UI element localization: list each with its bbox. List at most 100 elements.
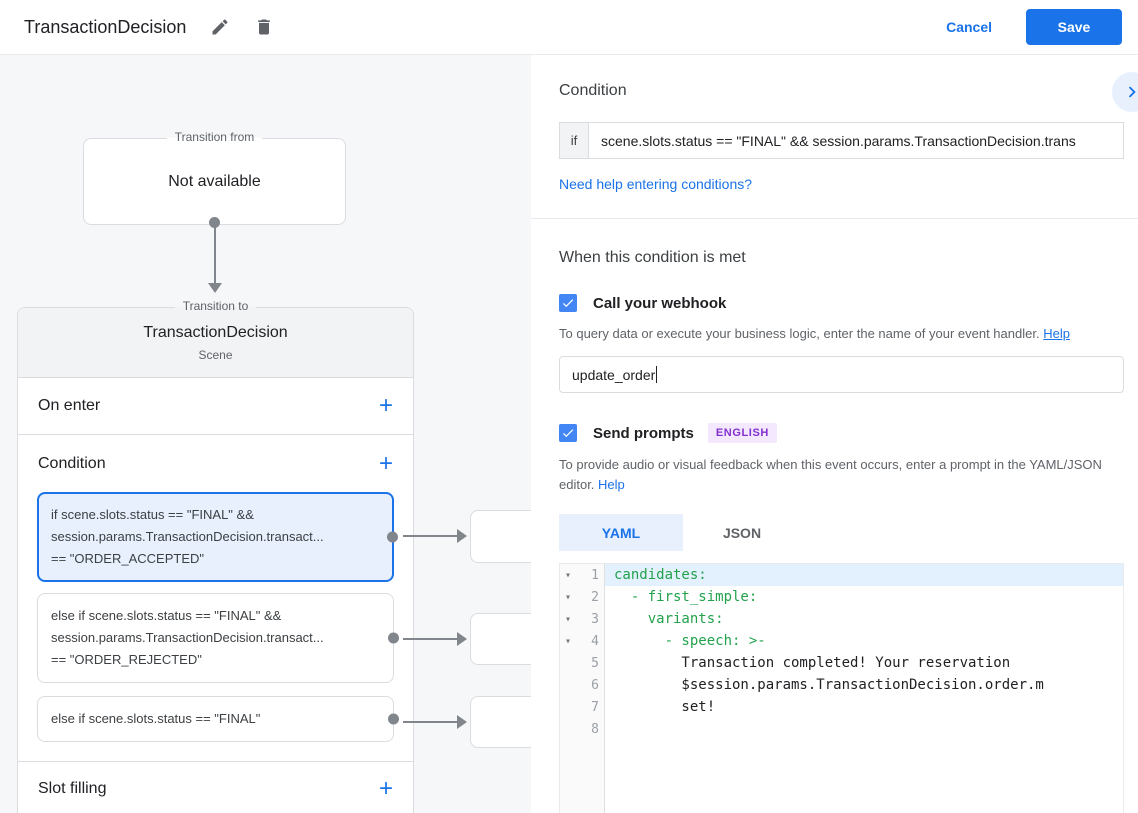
condition-section-label: Condition bbox=[38, 454, 106, 472]
arrow-head-icon bbox=[457, 529, 467, 543]
chevron-right-icon bbox=[1128, 86, 1136, 98]
condition-header-section: Condition if scene.slots.status == "FINA… bbox=[531, 55, 1138, 219]
condition-text-line: else if scene.slots.status == "FINAL" && bbox=[51, 608, 282, 623]
event-handler-input[interactable]: update_order bbox=[559, 356, 1124, 393]
connector-dot[interactable] bbox=[209, 217, 220, 228]
transition-target-node[interactable] bbox=[470, 510, 531, 563]
scene-diagram-panel: Transition from Not available Transition… bbox=[0, 55, 531, 813]
save-button[interactable]: Save bbox=[1026, 9, 1122, 45]
add-condition-icon[interactable] bbox=[379, 452, 393, 476]
condition-item-final[interactable]: else if scene.slots.status == "FINAL" bbox=[37, 696, 399, 742]
webhook-label: Call your webhook bbox=[593, 294, 727, 312]
condition-text-line: == "ORDER_ACCEPTED" bbox=[51, 551, 204, 566]
add-slot-icon[interactable] bbox=[379, 777, 393, 801]
fold-arrow-icon[interactable] bbox=[560, 570, 576, 581]
send-prompts-row: Send prompts ENGLISH bbox=[559, 423, 1124, 443]
transition-arrow-line bbox=[214, 224, 216, 284]
language-badge: ENGLISH bbox=[707, 423, 777, 443]
yaml-code-editor[interactable]: 1 2 3 4 5 6 7 8 candidates: - first_simp… bbox=[559, 563, 1124, 813]
condition-text-line: session.params.TransactionDecision.trans… bbox=[51, 630, 324, 645]
condition-expression-row: if scene.slots.status == "FINAL" && sess… bbox=[559, 122, 1124, 159]
condition-text-line: else if scene.slots.status == "FINAL" bbox=[51, 711, 261, 726]
line-number: 4 bbox=[591, 633, 599, 649]
transition-from-content: Not available bbox=[168, 172, 261, 190]
condition-row: Condition bbox=[18, 435, 413, 492]
check-icon bbox=[562, 299, 574, 308]
panel-title: Condition bbox=[559, 82, 627, 99]
condition-text-line: session.params.TransactionDecision.trans… bbox=[51, 529, 324, 544]
prompts-description: To provide audio or visual feedback when… bbox=[559, 455, 1119, 495]
condition-text-line: if scene.slots.status == "FINAL" && bbox=[51, 507, 254, 522]
transition-from-box: Transition from Not available bbox=[83, 130, 346, 225]
connector-line bbox=[403, 721, 459, 723]
condition-item-accepted[interactable]: if scene.slots.status == "FINAL" && sess… bbox=[37, 492, 398, 582]
on-enter-row: On enter bbox=[18, 378, 413, 435]
line-number: 3 bbox=[591, 611, 599, 627]
condition-section: Condition if scene.slots.status == "FINA… bbox=[18, 435, 413, 762]
delete-icon[interactable] bbox=[254, 17, 274, 37]
transition-target-node[interactable] bbox=[470, 613, 531, 665]
tab-yaml[interactable]: YAML bbox=[559, 514, 683, 551]
fold-arrow-icon[interactable] bbox=[560, 614, 576, 625]
transition-target-node[interactable] bbox=[470, 696, 531, 748]
add-on-enter-icon[interactable] bbox=[379, 394, 393, 418]
webhook-description: To query data or execute your business l… bbox=[559, 324, 1119, 344]
line-number: 8 bbox=[591, 721, 599, 737]
fold-arrow-icon[interactable] bbox=[560, 636, 576, 647]
scene-name: TransactionDecision bbox=[143, 324, 288, 341]
page-title: TransactionDecision bbox=[24, 16, 187, 37]
webhook-help-link[interactable]: Help bbox=[1043, 326, 1070, 341]
tab-json[interactable]: JSON bbox=[722, 524, 762, 541]
line-number: 1 bbox=[591, 567, 599, 583]
slot-filling-row: Slot filling bbox=[18, 762, 413, 813]
when-condition-section: When this condition is met Call your web… bbox=[531, 219, 1138, 813]
connector-dot[interactable] bbox=[388, 713, 399, 725]
when-condition-title: When this condition is met bbox=[559, 249, 746, 266]
fold-arrow-icon[interactable] bbox=[560, 592, 576, 603]
code-line: $session.params.TransactionDecision.orde… bbox=[614, 677, 1044, 693]
code-line: - first_simple: bbox=[614, 589, 758, 605]
prompts-description-text: To provide audio or visual feedback when… bbox=[559, 457, 1102, 492]
text-caret bbox=[656, 366, 658, 383]
check-icon bbox=[562, 429, 574, 438]
condition-item-rejected[interactable]: else if scene.slots.status == "FINAL" &&… bbox=[37, 593, 399, 683]
condition-text-line: == "ORDER_REJECTED" bbox=[51, 652, 202, 667]
if-prefix: if bbox=[559, 122, 588, 159]
transition-to-label: Transition to bbox=[174, 299, 257, 313]
slot-filling-label: Slot filling bbox=[38, 780, 107, 797]
scene-card-header[interactable]: TransactionDecision Scene bbox=[18, 308, 413, 378]
line-number: 6 bbox=[591, 677, 599, 693]
editor-code-area[interactable]: candidates: - first_simple: variants: - … bbox=[605, 564, 1123, 813]
connector-dot[interactable] bbox=[387, 531, 398, 543]
connector-line bbox=[403, 535, 459, 537]
line-number: 7 bbox=[591, 699, 599, 715]
code-line: - speech: >- bbox=[614, 633, 766, 649]
transition-to-card: Transition to TransactionDecision Scene … bbox=[17, 299, 414, 813]
on-enter-label: On enter bbox=[38, 397, 101, 414]
collapse-panel-button[interactable] bbox=[1112, 72, 1138, 112]
connector-dot[interactable] bbox=[388, 632, 399, 644]
transition-from-label: Transition from bbox=[166, 130, 263, 144]
editor-gutter: 1 2 3 4 5 6 7 8 bbox=[560, 564, 605, 813]
webhook-checkbox[interactable] bbox=[559, 294, 577, 312]
prompts-help-link[interactable]: Help bbox=[598, 477, 625, 492]
code-line: candidates: bbox=[605, 564, 1123, 586]
connector-line bbox=[403, 638, 459, 640]
code-line: Transaction completed! Your reservation bbox=[614, 655, 1011, 671]
line-number: 2 bbox=[591, 589, 599, 605]
send-prompts-label: Send prompts bbox=[593, 424, 694, 442]
condition-help-link[interactable]: Need help entering conditions? bbox=[559, 176, 753, 192]
condition-editor-panel: Condition if scene.slots.status == "FINA… bbox=[531, 55, 1138, 813]
arrow-head-icon bbox=[457, 632, 467, 646]
webhook-description-text: To query data or execute your business l… bbox=[559, 326, 1040, 341]
edit-icon[interactable] bbox=[210, 17, 230, 37]
arrow-head-icon bbox=[457, 715, 467, 729]
line-number: 5 bbox=[591, 655, 599, 671]
top-bar: TransactionDecision Cancel Save bbox=[0, 0, 1138, 55]
send-prompts-checkbox[interactable] bbox=[559, 424, 577, 442]
webhook-row: Call your webhook bbox=[559, 294, 1124, 312]
cancel-button[interactable]: Cancel bbox=[946, 19, 992, 35]
condition-expression-input[interactable]: scene.slots.status == "FINAL" && session… bbox=[588, 122, 1124, 159]
scene-type: Scene bbox=[198, 348, 233, 362]
event-handler-value: update_order bbox=[572, 366, 656, 383]
